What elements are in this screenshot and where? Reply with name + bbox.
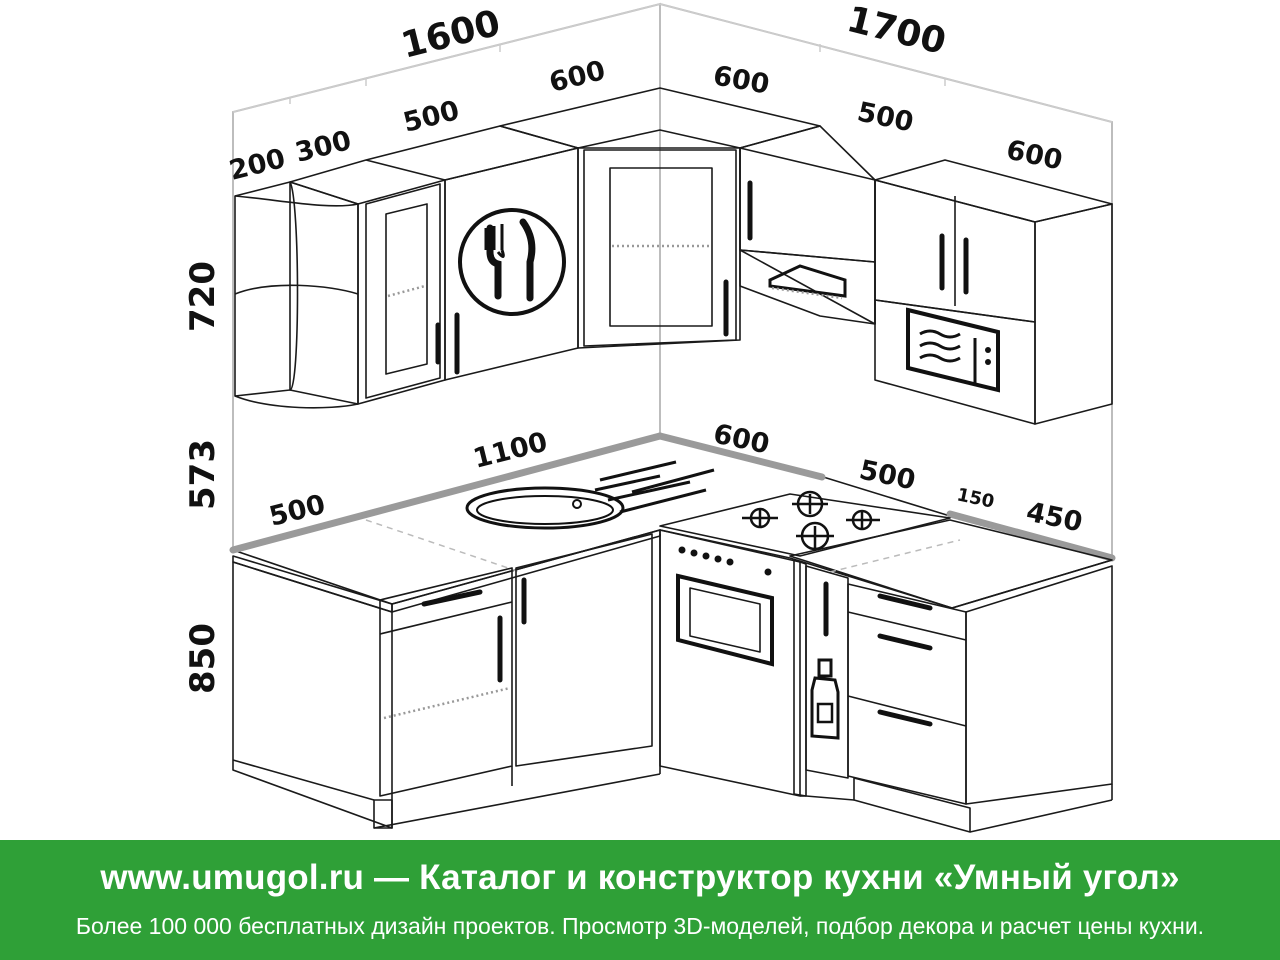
- dim-upper-left-1: 300: [292, 125, 354, 169]
- dim-counter-right-3: 450: [1024, 497, 1086, 539]
- footer-banner: www.umugol.ru — Каталог и конструктор ку…: [0, 840, 1280, 960]
- dim-upper-right-0: 600: [711, 60, 772, 100]
- dim-height-upper: 720: [183, 261, 223, 332]
- dim-upper-right-1: 500: [855, 97, 917, 139]
- dim-upper-right-2: 600: [1004, 135, 1066, 177]
- dimension-guides: [232, 3, 1113, 123]
- upper-hood-cabinet: [739, 125, 876, 325]
- kitchen-drawing: 1600 1700 200 300 500 600 600 500 600 72…: [183, 0, 1116, 833]
- base-right-cabinets: [793, 559, 1113, 833]
- banner-subtitle: Более 100 000 бесплатных дизайн проектов…: [75, 913, 1205, 939]
- dim-height-gap: 573: [183, 439, 223, 510]
- dim-height-base: 850: [183, 623, 223, 694]
- upper-microwave-cabinet: [874, 159, 1113, 425]
- gas-hob-icon: [742, 490, 880, 551]
- microwave-icon: [906, 307, 1000, 393]
- upper-open-shelf: [234, 181, 359, 409]
- dim-upper-left-0: 200: [226, 143, 288, 187]
- dim-upper-left-3: 600: [546, 55, 608, 99]
- sink: [465, 460, 715, 530]
- range-hood-icon: [768, 264, 847, 300]
- stove: [659, 490, 951, 797]
- dim-counter-right-2: 150: [955, 484, 996, 512]
- dim-upper-left-2: 500: [400, 95, 462, 139]
- upper-cutlery-cabinet: [289, 125, 579, 381]
- banner-title[interactable]: www.umugol.ru — Каталог и конструктор ку…: [100, 858, 1180, 897]
- bottle-icon: [810, 658, 840, 740]
- dim-total-right: 1700: [843, 0, 950, 63]
- upper-glass-cabinet: [357, 179, 446, 405]
- countertop: [229, 432, 1116, 613]
- cutlery-icon: [458, 208, 566, 316]
